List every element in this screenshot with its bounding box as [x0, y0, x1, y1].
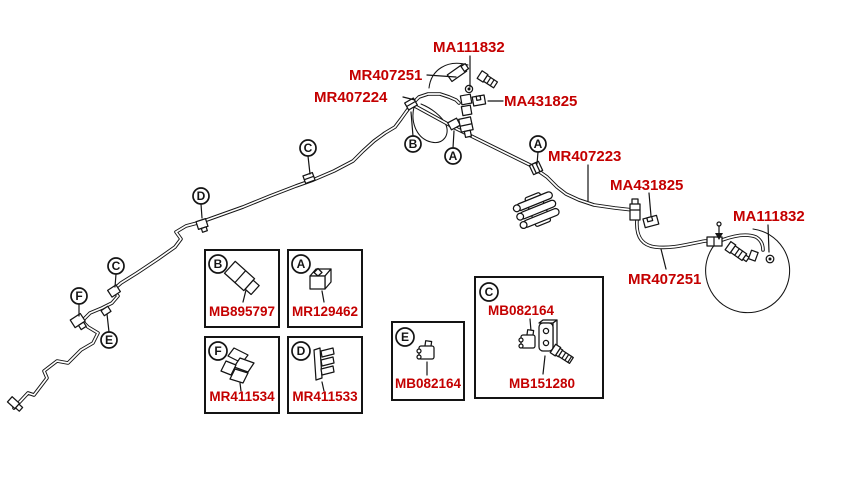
- marker-e-letter: E: [105, 333, 113, 347]
- hose-union-fitting: [706, 236, 723, 247]
- hose-clip-right: [642, 214, 660, 229]
- marker-e: E: [100, 313, 118, 349]
- callout-mr407251-top: MR407251: [349, 67, 422, 84]
- clip-glyph-mb895797: [223, 260, 260, 296]
- detail-box-c-part-number-screw: MB151280: [509, 376, 575, 391]
- detail-box-e-part-number: MB082164: [395, 376, 462, 391]
- clip-c-mid-on-line: [302, 171, 316, 185]
- marker-a-top-letter: A: [449, 149, 458, 163]
- marker-c-mid-letter: C: [304, 141, 313, 155]
- marker-c-left: C: [107, 257, 125, 288]
- body-outline-arcs: [412, 63, 791, 314]
- detail-box-b-part-number: MB895797: [209, 304, 275, 319]
- marker-d-letter: D: [197, 189, 206, 203]
- callout-mr407251-right: MR407251: [628, 271, 701, 288]
- detail-box-b: B MB895797: [204, 249, 280, 328]
- rear-bracket: [747, 249, 759, 262]
- clip-glyph-mb082164-e: [416, 340, 435, 360]
- clip-d-on-line: [195, 218, 209, 233]
- clip-a-right-on-line: [528, 160, 544, 176]
- clip-glyph-mr129462: [309, 267, 332, 290]
- screw-glyph-mb151280: [549, 343, 574, 365]
- plate-glyph: [538, 319, 558, 352]
- detail-box-a-letter: A: [297, 257, 306, 271]
- clip-c-left-on-line: [107, 284, 121, 298]
- callout-mr407223: MR407223: [548, 148, 621, 165]
- union-pin-bolt: [715, 221, 723, 240]
- detail-box-b-letter: B: [214, 257, 223, 271]
- detail-box-d: D MR411533: [287, 336, 363, 414]
- marker-a-top: A: [444, 130, 462, 165]
- detail-box-e-letter: E: [401, 330, 409, 344]
- hose-clip-top: [471, 94, 487, 107]
- detail-box-c: C MB082164 MB151280: [474, 276, 604, 399]
- marker-f-letter: F: [75, 289, 82, 303]
- grommet-ring: [765, 254, 775, 264]
- clip-e-on-line: [100, 305, 112, 317]
- detail-box-f-letter: F: [214, 344, 221, 358]
- marker-c-left-letter: C: [112, 259, 121, 273]
- detail-box-c-part-number-clip: MB082164: [488, 303, 555, 318]
- marker-b: B: [404, 111, 422, 153]
- clip-glyph-mb082164-c: [518, 329, 536, 349]
- flare-bolt-top: [476, 70, 499, 89]
- marker-d: D: [192, 187, 210, 219]
- clip-f-on-line: [69, 312, 87, 331]
- callout-ma111832-top: MA111832: [433, 39, 505, 56]
- marker-a-right-letter: A: [534, 137, 543, 151]
- detail-box-f: F MR411534: [204, 336, 280, 414]
- detail-box-a-part-number: MR129462: [292, 304, 358, 319]
- fuel-brake-lines: [12, 92, 765, 410]
- callout-ma431825-top: MA431825: [504, 93, 577, 110]
- clip-a-top-on-line: [447, 117, 461, 131]
- marker-c-mid: C: [299, 139, 317, 175]
- rear-banjo-bolt: [724, 240, 750, 263]
- clip-b-on-line: [404, 97, 418, 111]
- detail-box-a: A MR129462: [287, 249, 363, 328]
- pipe-hose-fitting: [629, 198, 641, 221]
- detail-box-f-part-number: MR411534: [209, 389, 275, 404]
- clip-glyph-mr411533: [313, 347, 335, 381]
- detail-box-e: E MB082164: [391, 321, 465, 401]
- callout-ma111832-right: MA111832: [733, 208, 805, 225]
- marker-f: F: [70, 287, 88, 317]
- callout-ma431825-right: MA431825: [610, 177, 683, 194]
- tube-protector-bracket: [512, 191, 560, 230]
- marker-b-letter: B: [409, 137, 418, 151]
- callout-leader-lines: [402, 55, 770, 270]
- line-end-fitting: [6, 396, 24, 412]
- detail-box-d-letter: D: [297, 344, 306, 358]
- detail-box-d-part-number: MR411533: [292, 389, 358, 404]
- clip-glyph-mr411534: [220, 347, 255, 384]
- marker-a-right: A: [529, 135, 547, 165]
- callout-mr407224: MR407224: [314, 89, 388, 106]
- brake-hose-joint-assembly: [446, 63, 474, 138]
- detail-box-c-letter: C: [485, 285, 494, 299]
